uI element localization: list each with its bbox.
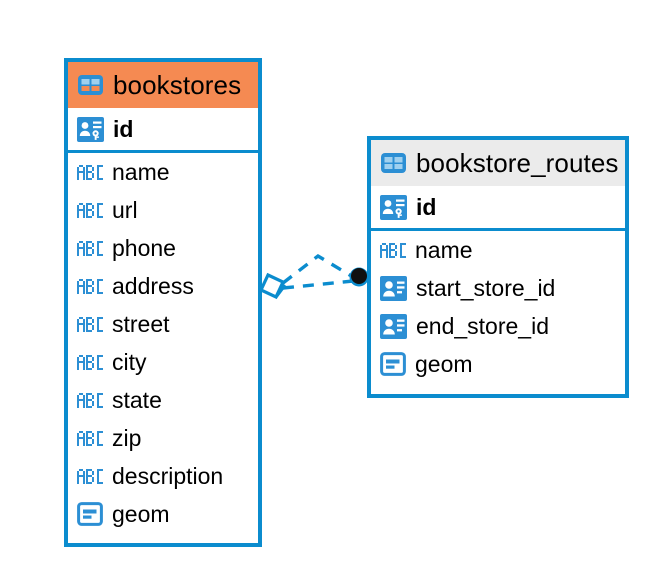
- abc-text-icon: [77, 164, 103, 180]
- field-row[interactable]: description: [68, 457, 258, 495]
- field-row-id[interactable]: id: [68, 108, 258, 153]
- field-label: id: [416, 193, 437, 220]
- field-label: state: [112, 386, 162, 413]
- field-label: address: [112, 272, 194, 299]
- field-label: description: [112, 462, 224, 489]
- field-row[interactable]: start_store_id: [371, 269, 625, 307]
- field-label: end_store_id: [416, 312, 549, 339]
- geometry-icon: [77, 502, 103, 526]
- abc-text-icon: [380, 242, 406, 258]
- table-grid-icon: [381, 153, 406, 173]
- field-row[interactable]: address: [68, 267, 258, 305]
- table-header-bookstores[interactable]: bookstores: [68, 62, 258, 108]
- field-row[interactable]: geom: [371, 345, 625, 383]
- field-label: geom: [415, 350, 473, 377]
- field-label: id: [113, 115, 134, 142]
- field-row[interactable]: street: [68, 305, 258, 343]
- abc-text-icon: [77, 430, 103, 446]
- abc-text-icon: [77, 316, 103, 332]
- abc-text-icon: [77, 392, 103, 408]
- field-row[interactable]: end_store_id: [371, 307, 625, 345]
- abc-text-icon: [77, 278, 103, 294]
- primary-key-icon: [77, 116, 104, 142]
- table-header-bookstore-routes[interactable]: bookstore_routes: [371, 140, 625, 186]
- relationship-branch-lower: [282, 279, 354, 290]
- field-row[interactable]: name: [68, 153, 258, 191]
- diamond-outline-marker: [258, 272, 287, 300]
- field-list-bookstores: name url phone address street city state zip des…: [68, 153, 258, 533]
- field-label: name: [112, 158, 170, 185]
- field-label: phone: [112, 234, 176, 261]
- field-row[interactable]: name: [371, 231, 625, 269]
- foreign-key-icon: [380, 275, 407, 301]
- primary-key-icon: [380, 194, 407, 220]
- field-row[interactable]: state: [68, 381, 258, 419]
- geometry-icon: [380, 352, 406, 376]
- field-row[interactable]: phone: [68, 229, 258, 267]
- field-row[interactable]: geom: [68, 495, 258, 533]
- field-row[interactable]: city: [68, 343, 258, 381]
- field-label: geom: [112, 500, 170, 527]
- field-label: street: [112, 310, 170, 337]
- field-row[interactable]: zip: [68, 419, 258, 457]
- field-label: url: [112, 196, 138, 223]
- abc-text-icon: [77, 202, 103, 218]
- foreign-key-icon: [380, 313, 407, 339]
- filled-dot-marker: [349, 267, 369, 287]
- abc-text-icon: [77, 468, 103, 484]
- table-title: bookstores: [113, 69, 242, 100]
- table-bookstores[interactable]: bookstores id name url phone address street c…: [64, 58, 262, 547]
- field-row[interactable]: url: [68, 191, 258, 229]
- field-label: zip: [112, 424, 142, 451]
- abc-text-icon: [77, 240, 103, 256]
- field-row-id[interactable]: id: [371, 186, 625, 231]
- field-label: start_store_id: [416, 274, 556, 301]
- field-label: city: [112, 348, 147, 375]
- abc-text-icon: [77, 354, 103, 370]
- table-grid-icon: [78, 75, 103, 95]
- table-title: bookstore_routes: [416, 147, 619, 178]
- field-label: name: [415, 236, 473, 263]
- relationship-branch-upper: [281, 253, 354, 285]
